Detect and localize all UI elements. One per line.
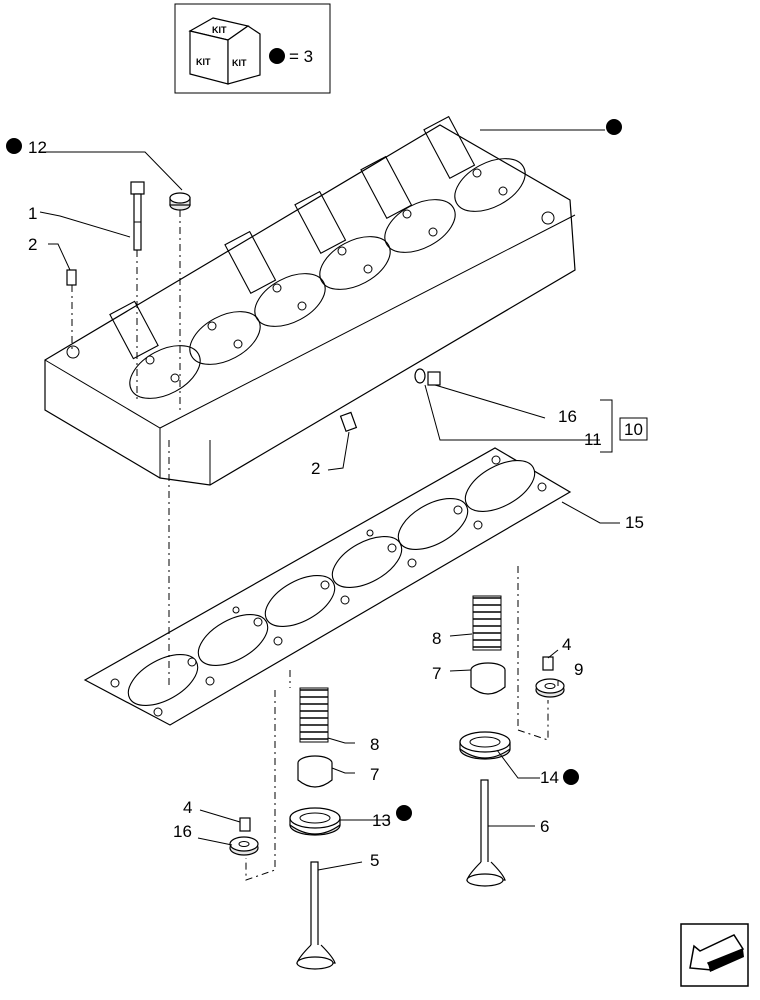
valve-spring-left [299,687,329,743]
label-13: 13 [372,811,391,830]
valve-spring-right [472,595,502,651]
stud-lower [339,411,358,432]
kit-quantity: = 3 [289,47,313,66]
spring-cap-left [297,755,333,788]
valve-left [296,861,336,970]
valve-right [466,779,506,887]
bullets [6,119,622,821]
label-11: 11 [584,430,602,449]
label-16-left: 16 [173,822,192,841]
cup-plug [169,192,191,211]
label-16-top: 16 [558,407,577,426]
label-10-frame [619,417,648,441]
label-4-left: 4 [183,798,192,817]
kit-legend: KIT KIT KIT = 3 [174,3,331,94]
label-2-upper: 2 [28,235,37,254]
filled-circle-icon [396,805,412,821]
label-4-right: 4 [562,635,571,654]
kit-face-top: KIT [212,25,227,35]
valve-seal-right [459,731,511,760]
spring-cap-right [470,662,506,695]
assembly-lines [71,210,549,881]
label-2-lower: 2 [311,459,320,478]
label-5: 5 [370,851,379,870]
label-8-right: 8 [432,629,441,648]
kit-cube-icon: KIT KIT KIT [188,17,261,85]
filled-circle-icon [606,119,622,135]
label-1: 1 [28,204,37,223]
label-7-left: 7 [370,765,379,784]
collet-left [239,817,251,832]
head-bolt [130,181,145,251]
filled-circle-icon [6,138,22,154]
cylinder-head [44,115,576,486]
head-gasket [83,447,572,726]
label-10: 10 [624,420,643,439]
label-7-right: 7 [432,664,441,683]
kit-face-left: KIT [196,57,211,67]
arrow-left-down-icon[interactable] [680,923,749,987]
plug-seal [414,368,441,386]
filled-circle-icon [563,769,579,785]
label-6: 6 [540,817,549,836]
valve-seal-left [289,807,341,836]
part-labels: 12 1 2 2 16 11 10 15 8 7 4 9 8 7 14 13 6… [28,138,648,870]
leader-lines [39,129,620,871]
spring-seat-right [535,678,565,698]
label-9: 9 [574,660,583,679]
spring-seat-left [229,836,259,856]
label-15: 15 [625,513,644,532]
collet-right [542,656,554,671]
label-8-left: 8 [370,735,379,754]
kit-face-right: KIT [232,58,247,68]
label-14: 14 [540,768,559,787]
filled-circle-icon [269,48,285,64]
label-12: 12 [28,138,47,157]
stud-upper [66,269,77,286]
